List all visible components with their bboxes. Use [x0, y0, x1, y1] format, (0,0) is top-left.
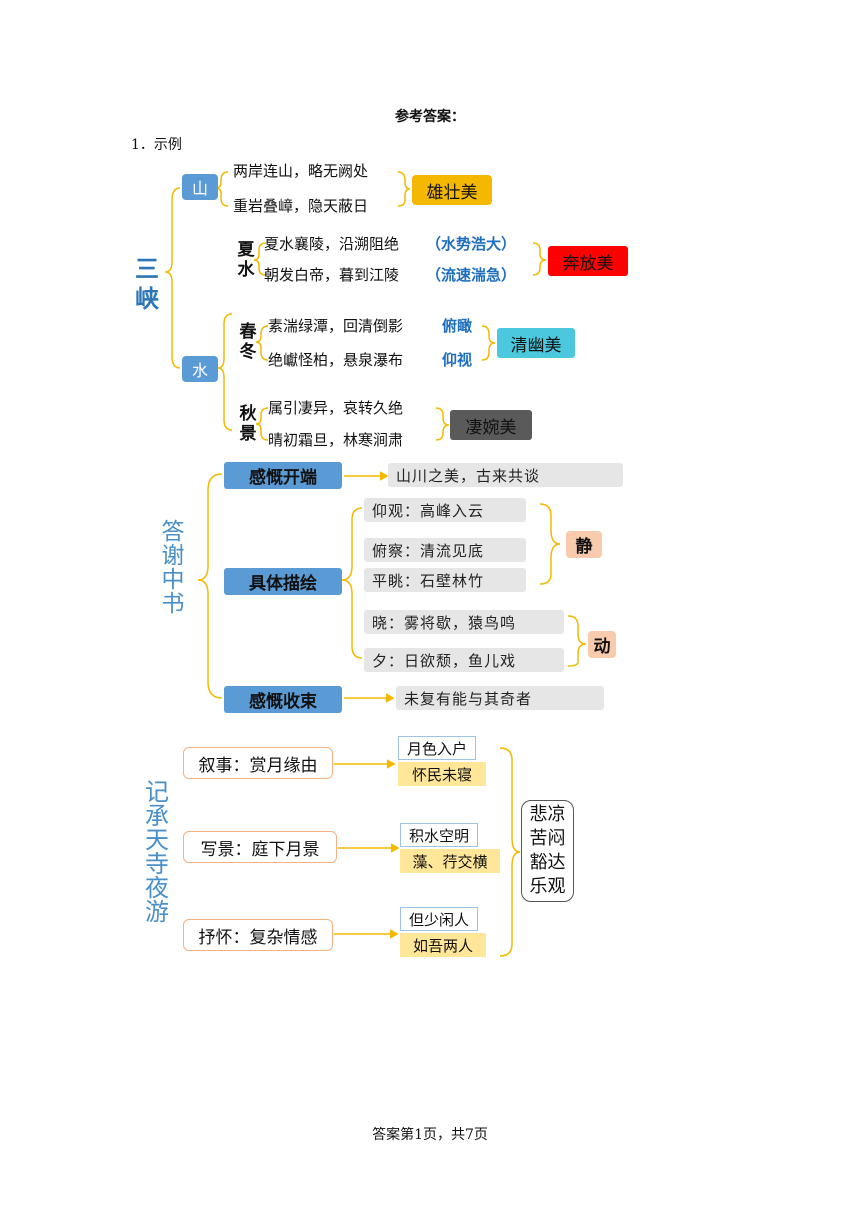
static-item-3: 平眺：石壁林竹 — [364, 568, 526, 592]
summer-note-1: （水势浩大） — [426, 235, 517, 253]
emotion-result: 悲凉 苦闷 豁达 乐观 — [521, 800, 574, 902]
dynamic-label: 动 — [588, 631, 616, 658]
category-narration: 叙事：赏月缘由 — [183, 747, 333, 779]
emotion-1: 悲凉 — [529, 804, 566, 825]
pair-2-bottom: 藻、荇交横 — [400, 849, 500, 873]
category-scenery: 写景：庭下月景 — [183, 831, 337, 863]
beauty-majestic: 雄壮美 — [412, 175, 492, 205]
autumn-line-2: 晴初霜旦，林寒涧肃 — [268, 431, 404, 449]
shan-label: 山 — [182, 174, 218, 200]
shui-label: 水 — [182, 356, 218, 382]
springwinter-line-1: 素湍绿潭，回清倒影 — [268, 317, 404, 335]
dynamic-item-2: 夕：日欲颓，鱼儿戏 — [364, 648, 564, 672]
beauty-serene: 清幽美 — [497, 328, 575, 358]
shan-line-2: 重岩叠嶂，隐天蔽日 — [233, 197, 369, 215]
springwinter-line-2: 绝巘怪柏，悬泉瀑布 — [268, 351, 404, 369]
springwinter-note-1: 俯瞰 — [442, 317, 473, 335]
springwinter-note-2: 仰视 — [442, 351, 473, 369]
static-item-1: 仰观：高峰入云 — [364, 498, 526, 522]
static-label: 静 — [566, 531, 602, 558]
chengtiansi-title: 记承天寺夜游 — [145, 778, 169, 926]
category-description: 具体描绘 — [224, 568, 342, 595]
emotion-4: 乐观 — [529, 876, 566, 897]
beauty-plaintive: 凄婉美 — [450, 410, 532, 440]
sanxia-title: 三峡 — [135, 255, 159, 313]
springwinter-label: 春冬 — [239, 322, 257, 362]
question-number: 1．示例 — [131, 137, 182, 153]
pair-1-bottom: 怀民未寝 — [398, 762, 486, 786]
category-closing: 感慨收束 — [224, 686, 342, 713]
static-item-2: 俯察：清流见底 — [364, 538, 526, 562]
pair-1-top: 月色入户 — [398, 736, 476, 760]
daxie-title: 答谢中书 — [161, 519, 185, 617]
opening-text: 山川之美，古来共谈 — [388, 463, 623, 487]
emotion-2: 苦闷 — [529, 828, 566, 849]
autumn-line-1: 属引凄异，哀转久绝 — [268, 399, 404, 417]
pair-3-bottom: 如吾两人 — [400, 933, 486, 957]
autumn-label: 秋景 — [239, 404, 257, 444]
emotion-3: 豁达 — [529, 852, 566, 873]
shan-line-1: 两岸连山，略无阙处 — [233, 162, 369, 180]
dynamic-item-1: 晓：雾将歇，猿鸟鸣 — [364, 610, 564, 634]
category-opening: 感慨开端 — [224, 462, 342, 489]
summer-line-2: 朝发白帝，暮到江陵 — [264, 266, 400, 284]
pair-3-top: 但少闲人 — [400, 907, 478, 931]
answer-title: 参考答案： — [395, 109, 465, 125]
page-footer: 答案第1页，共7页 — [372, 1127, 488, 1143]
summer-label: 夏水 — [237, 240, 255, 280]
summer-note-2: （流速湍急） — [426, 266, 517, 284]
summer-line-1: 夏水襄陵，沿溯阻绝 — [264, 235, 400, 253]
category-emotion: 抒怀：复杂情感 — [183, 919, 333, 951]
beauty-unrestrained: 奔放美 — [548, 246, 628, 276]
closing-text: 未复有能与其奇者 — [396, 686, 604, 710]
pair-2-top: 积水空明 — [400, 823, 478, 847]
